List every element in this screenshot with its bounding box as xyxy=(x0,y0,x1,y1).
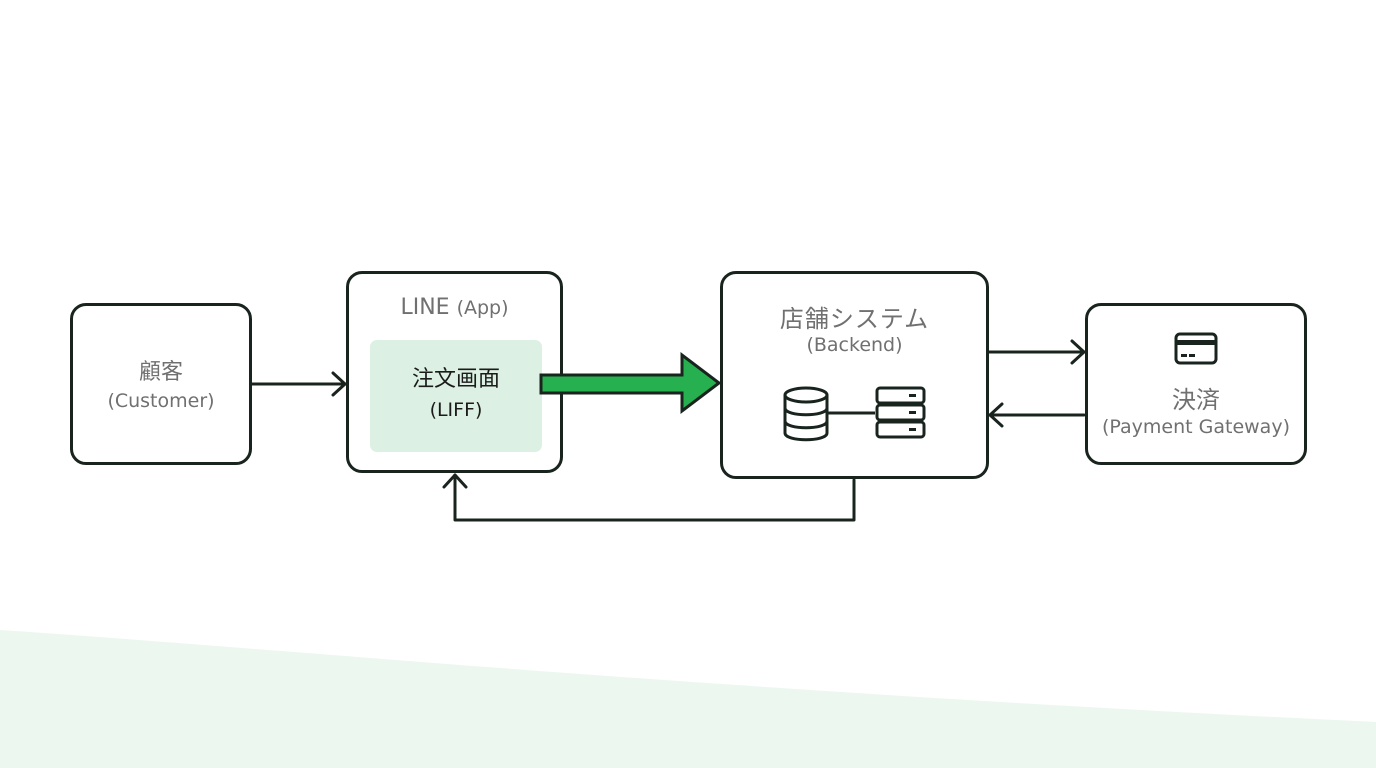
edge-backend-to-payment xyxy=(987,339,1086,365)
payment-title: 決済 xyxy=(1172,386,1220,414)
backend-icons xyxy=(783,386,926,442)
backend-subtitle: (Backend) xyxy=(806,334,903,356)
node-payment: 決済 (Payment Gateway) xyxy=(1085,303,1307,465)
edge-backend-to-line xyxy=(442,473,856,522)
payment-icons xyxy=(1174,332,1218,365)
node-line-app: LINE (App) 注文画面 (LIFF) xyxy=(346,271,563,473)
line-app-title-paren: (App) xyxy=(456,297,509,319)
database-icon xyxy=(783,386,829,442)
node-order-screen: 注文画面 (LIFF) xyxy=(370,340,542,452)
order-screen-title: 注文画面 xyxy=(411,367,500,392)
line-app-title: LINE (App) xyxy=(349,295,560,320)
backend-title: 店舗システム xyxy=(779,305,930,333)
line-app-title-main: LINE xyxy=(400,295,450,320)
order-screen-subtitle: (LIFF) xyxy=(429,399,483,421)
payment-subtitle: (Payment Gateway) xyxy=(1102,416,1290,438)
node-backend: 店舗システム (Backend) xyxy=(720,271,989,479)
customer-subtitle: (Customer) xyxy=(107,390,215,412)
customer-title: 顧客 xyxy=(138,360,183,385)
edge-order-to-backend xyxy=(539,351,722,415)
server-leds xyxy=(909,394,916,431)
edge-customer-to-line xyxy=(250,371,347,397)
credit-card-icon xyxy=(1174,332,1218,365)
server-icon xyxy=(875,386,926,439)
node-customer: 顧客 (Customer) xyxy=(70,303,252,465)
edge-payment-to-backend xyxy=(988,402,1086,428)
